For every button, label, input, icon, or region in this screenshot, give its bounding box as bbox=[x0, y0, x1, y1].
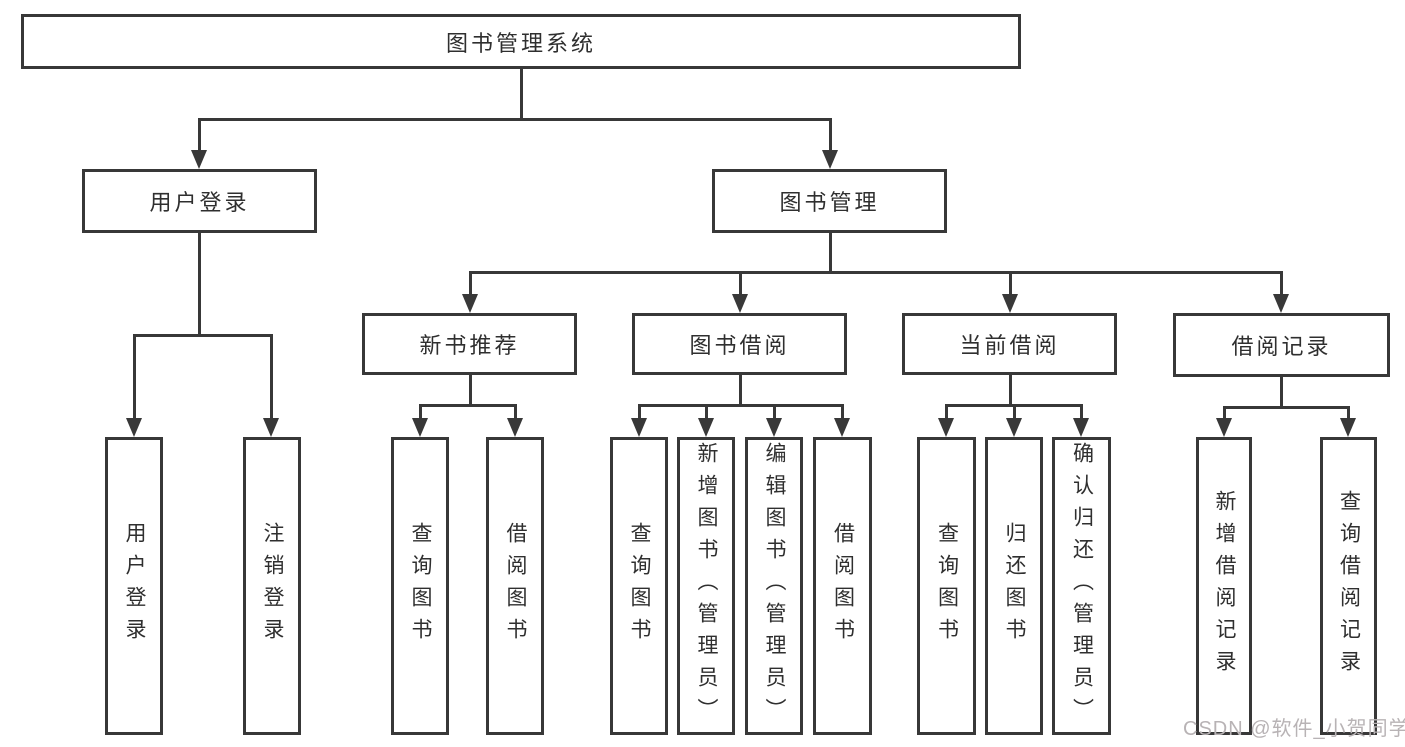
edge-new-book-arrow-stem bbox=[469, 271, 472, 295]
node-book-borrowing: 图书借阅 bbox=[632, 313, 847, 375]
node-library-system: 图书管理系统 bbox=[21, 14, 1021, 69]
arrowhead-user-login bbox=[191, 150, 207, 169]
edge-root-rail bbox=[198, 118, 832, 121]
leaf-user-login: 用户登录 bbox=[105, 437, 163, 735]
edge-book-mgmt-rail bbox=[469, 271, 1283, 274]
edge-leaf-arrow-stem bbox=[841, 404, 844, 420]
csdn-watermark: CSDN @软件_小贺同学 bbox=[1183, 718, 1405, 740]
arrowhead-login bbox=[126, 418, 142, 437]
edge-login-arrow-stem bbox=[133, 334, 136, 420]
leaf-query-books-current: 查询图书 bbox=[917, 437, 976, 735]
edge-user-login-rail bbox=[133, 334, 273, 337]
arrowhead-leaf bbox=[412, 418, 428, 437]
leaf-borrow-books-recommend: 借阅图书 bbox=[486, 437, 544, 735]
arrowhead-logout bbox=[263, 418, 279, 437]
leaf-add-borrow-record: 新增借阅记录 bbox=[1196, 437, 1252, 735]
node-user-login: 用户登录 bbox=[82, 169, 317, 233]
leaf-borrow-books: 借阅图书 bbox=[813, 437, 872, 735]
edge-user-login-arrow-stem bbox=[198, 118, 201, 151]
arrowhead-current-borrow bbox=[1002, 294, 1018, 313]
arrowhead-leaf bbox=[1006, 418, 1022, 437]
arrowhead-leaf bbox=[698, 418, 714, 437]
edge-book-borrow-rail bbox=[638, 404, 844, 407]
leaf-query-books-recommend: 查询图书 bbox=[391, 437, 449, 735]
edge-user-login-stem bbox=[198, 233, 201, 336]
edge-leaf-arrow-stem bbox=[419, 404, 422, 420]
edge-borrow-record-rail bbox=[1223, 406, 1350, 409]
arrowhead-new-book bbox=[462, 294, 478, 313]
arrowhead-leaf bbox=[766, 418, 782, 437]
edge-book-borrow-stem bbox=[739, 375, 742, 406]
node-borrow-records: 借阅记录 bbox=[1173, 313, 1390, 377]
edge-logout-arrow-stem bbox=[270, 334, 273, 420]
leaf-add-books-admin: 新增图书（管理员） bbox=[677, 437, 735, 735]
edge-leaf-arrow-stem bbox=[1080, 404, 1083, 420]
edge-root-stem bbox=[520, 69, 523, 120]
arrowhead-book-mgmt bbox=[822, 150, 838, 169]
edge-leaf-arrow-stem bbox=[514, 404, 517, 420]
leaf-confirm-return-admin: 确认归还（管理员） bbox=[1052, 437, 1111, 735]
arrowhead-leaf bbox=[938, 418, 954, 437]
arrowhead-leaf bbox=[1216, 418, 1232, 437]
edge-borrow-record-arrow-stem bbox=[1280, 271, 1283, 295]
node-current-borrowing: 当前借阅 bbox=[902, 313, 1117, 375]
edge-leaf-arrow-stem bbox=[638, 404, 641, 420]
node-new-book-recommend: 新书推荐 bbox=[362, 313, 577, 375]
edge-current-borrow-arrow-stem bbox=[1009, 271, 1012, 295]
edge-leaf-arrow-stem bbox=[1347, 406, 1350, 420]
edge-leaf-arrow-stem bbox=[705, 404, 708, 420]
arrowhead-leaf bbox=[507, 418, 523, 437]
edge-new-book-rail bbox=[419, 404, 517, 407]
edge-book-borrow-arrow-stem bbox=[739, 271, 742, 295]
arrowhead-leaf bbox=[1340, 418, 1356, 437]
leaf-query-borrow-record: 查询借阅记录 bbox=[1320, 437, 1377, 735]
edge-leaf-arrow-stem bbox=[773, 404, 776, 420]
edge-leaf-arrow-stem bbox=[1223, 406, 1226, 420]
arrowhead-borrow-record bbox=[1273, 294, 1289, 313]
arrowhead-book-borrow bbox=[732, 294, 748, 313]
edge-book-mgmt-stem bbox=[829, 233, 832, 273]
node-book-management: 图书管理 bbox=[712, 169, 947, 233]
edge-book-mgmt-arrow-stem bbox=[829, 118, 832, 151]
edge-new-book-stem bbox=[469, 375, 472, 406]
edge-leaf-arrow-stem bbox=[945, 404, 948, 420]
arrowhead-leaf bbox=[834, 418, 850, 437]
leaf-logout: 注销登录 bbox=[243, 437, 301, 735]
leaf-query-books-borrowing: 查询图书 bbox=[610, 437, 668, 735]
arrowhead-leaf bbox=[631, 418, 647, 437]
edge-leaf-arrow-stem bbox=[1013, 404, 1016, 420]
arrowhead-leaf bbox=[1073, 418, 1089, 437]
leaf-edit-books-admin: 编辑图书（管理员） bbox=[745, 437, 803, 735]
leaf-return-books: 归还图书 bbox=[985, 437, 1043, 735]
edge-borrow-record-stem bbox=[1280, 377, 1283, 408]
edge-current-borrow-stem bbox=[1009, 375, 1012, 406]
